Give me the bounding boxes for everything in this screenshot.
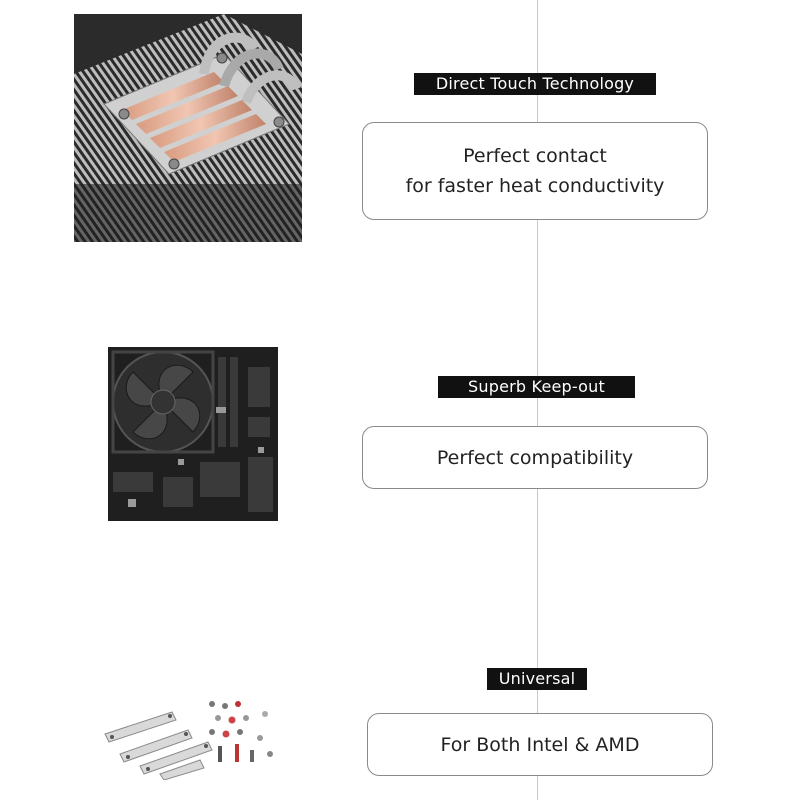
feature-card: Perfect contact for faster heat conducti…	[362, 122, 708, 220]
feature-tag: Superb Keep-out	[438, 376, 635, 398]
feature-tag: Universal	[487, 668, 587, 690]
mounting-kit-image	[100, 694, 290, 780]
feature-card-line: Perfect contact	[463, 145, 607, 167]
feature-card-line: For Both Intel & AMD	[440, 733, 640, 756]
heatsink-image	[74, 14, 302, 242]
feature-card-line: for faster heat conductivity	[405, 175, 665, 197]
feature-tag: Direct Touch Technology	[414, 73, 656, 95]
feature-card: Perfect compatibility	[362, 426, 708, 489]
motherboard-image	[108, 347, 278, 521]
timeline-line	[537, 0, 538, 800]
feature-card-line: Perfect compatibility	[436, 446, 634, 469]
feature-card: For Both Intel & AMD	[367, 713, 713, 776]
